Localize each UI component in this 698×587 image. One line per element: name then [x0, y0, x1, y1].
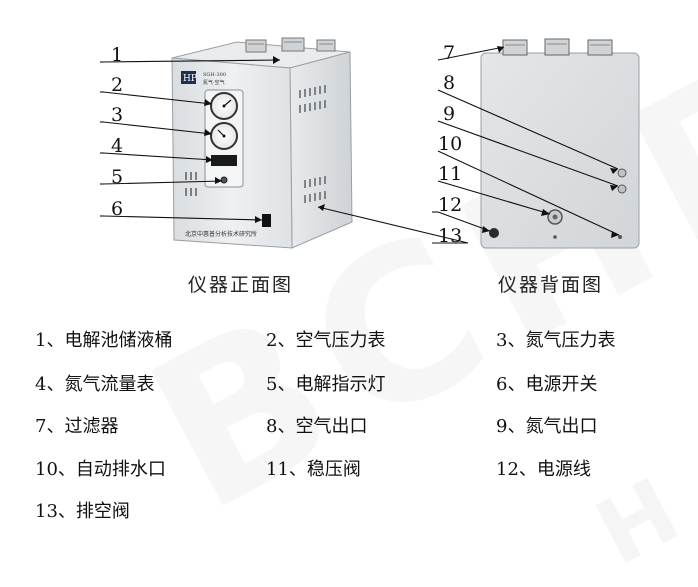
legend-item-5: 5、电解指示灯 — [266, 374, 386, 395]
diagram: HP SGH-300 氮气·空气 — [100, 37, 640, 249]
callout-6: 6 — [111, 198, 123, 220]
callout-10: 10 — [438, 133, 462, 155]
legend-item-12: 12、电源线 — [496, 459, 591, 480]
callout-4: 4 — [111, 135, 123, 157]
power-cord-plug — [489, 228, 499, 238]
callout-lines — [102, 46, 620, 244]
front-device-side — [289, 51, 353, 249]
air-pressure-gauge — [210, 92, 238, 120]
legend-item-11: 11、稳压阀 — [266, 459, 361, 480]
callout-9: 9 — [443, 103, 455, 125]
brand-logo — [181, 71, 196, 84]
back-view-caption: 仪器背面图 — [498, 274, 604, 296]
legend-item-1: 1、电解池储液桶 — [35, 330, 173, 351]
callout-numbers-back: 7 8 9 10 11 12 13 — [438, 42, 462, 247]
vent-port — [553, 235, 557, 239]
legend-item-13: 13、排空阀 — [35, 501, 130, 522]
nitrogen-flow-display — [211, 155, 237, 166]
pressure-regulator-knob — [552, 214, 558, 220]
callout-7: 7 — [443, 42, 455, 64]
legend-item-3: 3、氮气压力表 — [496, 330, 616, 351]
nitrogen-pressure-gauge — [210, 122, 238, 150]
legend-item-8: 8、空气出口 — [266, 416, 368, 437]
reservoir-caps — [245, 37, 336, 53]
front-device: HP SGH-300 氮气·空气 — [171, 37, 353, 249]
legend-item-9: 9、氮气出口 — [496, 416, 598, 437]
side-vents — [299, 85, 326, 203]
callout-arrowheads — [204, 46, 619, 238]
panel-model-text: SGH-300 — [203, 72, 226, 78]
callout-13: 13 — [438, 225, 462, 247]
nitrogen-outlet — [617, 184, 627, 194]
filters — [502, 38, 613, 56]
brand-logo-text: HP — [183, 74, 197, 84]
air-outlet — [617, 168, 627, 178]
back-device — [480, 38, 640, 249]
callout-11: 11 — [438, 163, 462, 185]
front-view-caption: 仪器正面图 — [188, 274, 294, 296]
panel-model-subtext: 氮气·空气 — [203, 79, 225, 86]
callout-12: 12 — [438, 194, 462, 216]
electrolysis-indicator-lamp — [220, 176, 228, 184]
legend-item-4: 4、氮气流量表 — [35, 374, 155, 395]
number-underlines — [100, 61, 468, 244]
callout-2: 2 — [111, 74, 123, 96]
legend-item-7: 7、过滤器 — [35, 416, 119, 437]
callout-1: 1 — [111, 44, 123, 66]
callout-8: 8 — [443, 72, 455, 94]
device-base-label: 北京中惠普分析技术研究所 — [185, 230, 257, 238]
legend-item-6: 6、电源开关 — [496, 374, 598, 395]
front-vents — [185, 172, 197, 196]
callout-3: 3 — [111, 104, 123, 126]
callout-5: 5 — [111, 166, 123, 188]
legend-item-2: 2、空气压力表 — [266, 330, 386, 351]
callout-numbers-front: 1 2 3 4 5 6 — [111, 44, 123, 220]
power-switch — [262, 214, 271, 227]
auto-drain-port — [618, 235, 622, 239]
legend-item-10: 10、自动排水口 — [35, 459, 166, 480]
